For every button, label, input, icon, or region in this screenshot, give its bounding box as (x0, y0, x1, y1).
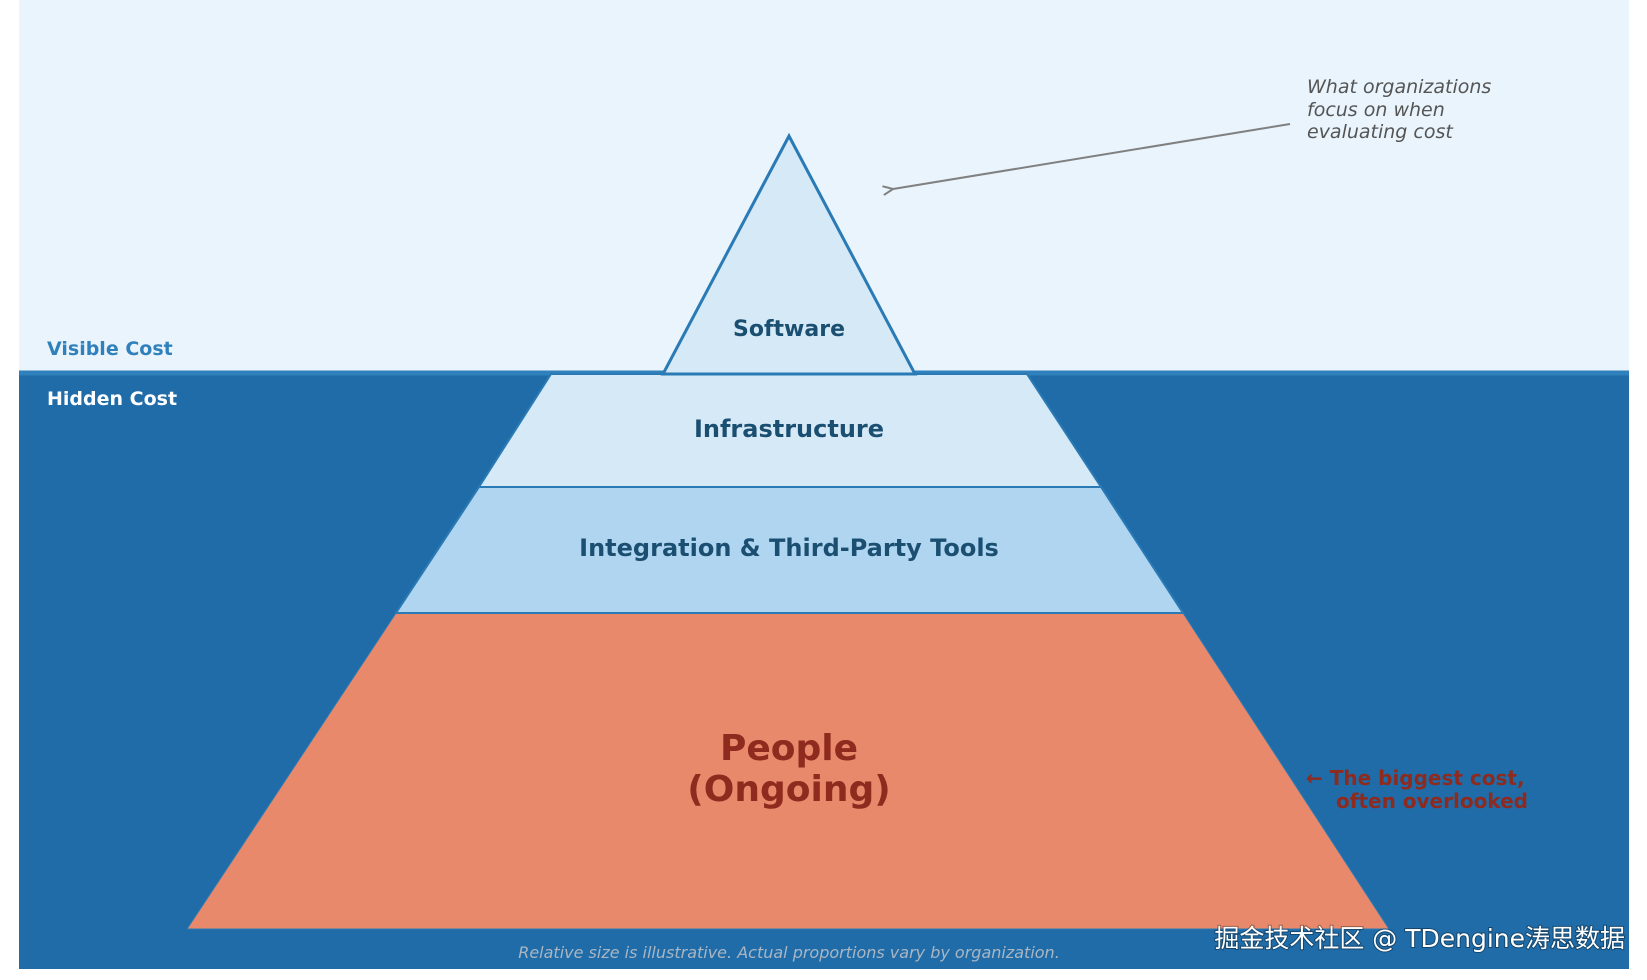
focus-annotation-arrow (893, 123, 1291, 189)
focus-annotation-line2: focus on when (1307, 99, 1445, 121)
software-label: Software (733, 317, 845, 342)
footnote: Relative size is illustrative. Actual pr… (518, 943, 1060, 962)
watermark: 掘金技术社区 @ TDengine涛思数据 (1214, 924, 1625, 953)
people-label-line1: People (720, 728, 858, 769)
integration-label: Integration & Third-Party Tools (579, 534, 999, 562)
overlooked-annotation-line1: ← The biggest cost, (1306, 766, 1525, 790)
software-layer (660, 132, 918, 376)
focus-annotation-line1: What organizations (1307, 76, 1491, 98)
overlooked-annotation-line2: often overlooked (1336, 789, 1528, 813)
visible-cost-label: Visible Cost (47, 338, 173, 360)
infrastructure-label: Infrastructure (694, 415, 884, 443)
people-label-line2: (Ongoing) (687, 769, 890, 810)
focus-annotation-line3: evaluating cost (1307, 121, 1454, 143)
hidden-cost-label: Hidden Cost (47, 388, 177, 410)
